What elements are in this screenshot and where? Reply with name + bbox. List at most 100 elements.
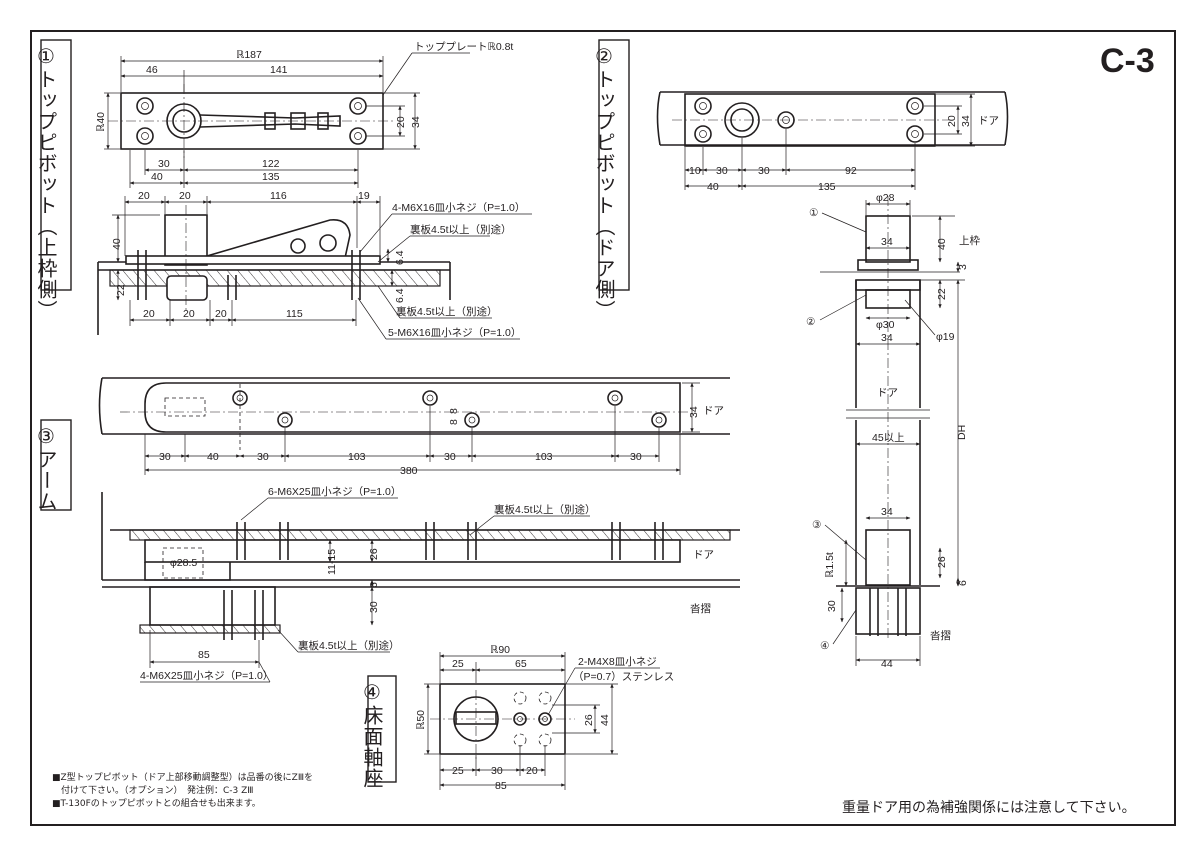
svg-text:8: 8 [448, 408, 460, 414]
svg-text:11-15: 11-15 [326, 549, 338, 575]
section-label-box [40, 39, 72, 291]
svg-text:141: 141 [270, 64, 288, 76]
svg-text:5-M6X16皿小ネジ（P=1.0）: 5-M6X16皿小ネジ（P=1.0） [388, 327, 521, 339]
svg-text:ドア: ドア [693, 549, 714, 561]
notes: ■Z型トップピボット（ドア上部移動調整型）は品番の後にZⅢを 付けて下さい。（オ… [52, 771, 313, 809]
svg-text:30: 30 [491, 765, 503, 777]
svg-text:20: 20 [183, 308, 195, 320]
section-top-pivot-frame: ①トップピボット（上枠側） ℝ187 46 141 トッププレートℝ0.8t ℝ… [34, 39, 532, 340]
svg-text:34: 34 [881, 332, 893, 344]
svg-text:30: 30 [368, 601, 380, 613]
svg-text:122: 122 [262, 158, 280, 170]
svg-text:6: 6 [368, 582, 380, 588]
svg-text:85: 85 [198, 649, 210, 661]
svg-text:26: 26 [583, 714, 595, 726]
svg-text:30: 30 [630, 451, 642, 463]
svg-text:30: 30 [158, 158, 170, 170]
svg-text:2-M4X8皿小ネジ: 2-M4X8皿小ネジ [578, 656, 657, 668]
svg-text:裏板4.5t以上（別途）: 裏板4.5t以上（別途） [396, 305, 498, 318]
section-top-pivot-door: ②トップピボット（ドア側） 20 34 ドア 10 30 30 [592, 39, 1009, 670]
svg-text:30: 30 [257, 451, 269, 463]
svg-text:22: 22 [936, 288, 948, 300]
svg-text:135: 135 [262, 171, 280, 183]
svg-text:DH: DH [956, 425, 968, 440]
section-label: ③アーム [34, 424, 58, 512]
svg-text:裏板4.5t以上（別途）: 裏板4.5t以上（別途） [410, 223, 512, 236]
section-arm: ③アーム 8 8 34 ドア 30 40 30 [34, 377, 740, 683]
svg-text:26: 26 [368, 548, 380, 560]
svg-text:4-M6X25皿小ネジ（P=1.0）: 4-M6X25皿小ネジ（P=1.0） [140, 670, 273, 682]
svg-text:25: 25 [452, 765, 464, 777]
svg-text:115: 115 [286, 308, 303, 320]
section-label-box [40, 419, 72, 511]
svg-text:40: 40 [207, 451, 219, 463]
svg-text:①: ① [809, 207, 819, 219]
svg-text:φ30: φ30 [876, 319, 895, 331]
svg-text:65: 65 [515, 658, 527, 670]
sheet-border [30, 30, 1176, 826]
svg-text:φ28.5: φ28.5 [170, 557, 197, 569]
svg-text:6.4: 6.4 [394, 288, 406, 303]
svg-text:沓摺: 沓摺 [690, 602, 711, 615]
svg-text:裏板4.5t以上（別途）: 裏板4.5t以上（別途） [298, 639, 400, 652]
svg-text:3: 3 [957, 264, 969, 270]
svg-text:92: 92 [845, 165, 857, 177]
svg-text:30: 30 [159, 451, 171, 463]
svg-text:ドア: ドア [703, 405, 724, 417]
svg-text:20: 20 [143, 308, 155, 320]
svg-text:8: 8 [448, 419, 460, 425]
svg-text:30: 30 [826, 600, 838, 612]
svg-text:6-M6X25皿小ネジ（P=1.0）: 6-M6X25皿小ネジ（P=1.0） [268, 486, 401, 498]
svg-text:上枠: 上枠 [959, 234, 980, 247]
svg-text:40: 40 [707, 181, 719, 193]
footer-warning: 重量ドア用の為補強関係には注意して下さい。 [842, 799, 1136, 816]
svg-text:30: 30 [444, 451, 456, 463]
svg-text:380: 380 [400, 465, 418, 477]
note-line-3: ■T-130Fのトップピボットとの組合せも出来ます。 [52, 797, 261, 809]
svg-text:φ28: φ28 [876, 192, 895, 204]
svg-text:沓摺: 沓摺 [930, 629, 951, 642]
svg-text:40: 40 [936, 238, 948, 250]
svg-text:ℝ1.5t: ℝ1.5t [824, 552, 836, 578]
svg-text:34: 34 [688, 406, 700, 418]
section-label: ④床面軸座 [360, 680, 384, 789]
svg-text:20: 20 [215, 308, 227, 320]
svg-text:③: ③ [812, 519, 822, 531]
svg-text:103: 103 [348, 451, 366, 463]
svg-text:ドア: ドア [877, 387, 898, 399]
svg-text:46: 46 [146, 64, 158, 76]
section-label-box [598, 39, 630, 291]
svg-text:26: 26 [936, 556, 948, 568]
section-label: ②トップピボット（ドア側） [592, 44, 616, 321]
svg-text:20: 20 [526, 765, 538, 777]
svg-text:34: 34 [881, 236, 893, 248]
section-label-box [367, 675, 397, 783]
svg-text:トッププレートℝ0.8t: トッププレートℝ0.8t [414, 41, 513, 53]
note-line-1: ■Z型トップピボット（ドア上部移動調整型）は品番の後にZⅢを [52, 771, 313, 783]
svg-text:10: 10 [689, 165, 701, 177]
svg-text:40: 40 [151, 171, 163, 183]
svg-text:103: 103 [535, 451, 553, 463]
svg-text:45以上: 45以上 [872, 432, 905, 444]
svg-text:22: 22 [115, 284, 127, 296]
svg-text:20: 20 [138, 190, 150, 202]
svg-text:6: 6 [957, 580, 969, 586]
section-label: ①トップピボット（上枠側） [34, 44, 58, 321]
svg-text:40: 40 [111, 238, 123, 250]
svg-text:85: 85 [495, 780, 507, 792]
sheet-id: C-3 [1100, 42, 1155, 80]
svg-text:20: 20 [946, 115, 958, 127]
svg-text:19: 19 [358, 190, 370, 202]
svg-text:ℝ90: ℝ90 [490, 644, 510, 656]
svg-text:34: 34 [960, 115, 972, 127]
svg-text:44: 44 [599, 714, 611, 726]
svg-text:④: ④ [820, 640, 830, 652]
svg-text:ℝ40: ℝ40 [95, 112, 107, 132]
svg-text:φ19: φ19 [936, 331, 955, 343]
svg-text:20: 20 [395, 116, 407, 128]
svg-text:30: 30 [716, 165, 728, 177]
svg-text:ℝ187: ℝ187 [236, 49, 262, 61]
svg-text:②: ② [806, 316, 816, 328]
section-floor-socket: ④床面軸座 ℝ90 25 65 ℝ50 26 44 2-M4X8皿小ネジ [360, 644, 674, 792]
